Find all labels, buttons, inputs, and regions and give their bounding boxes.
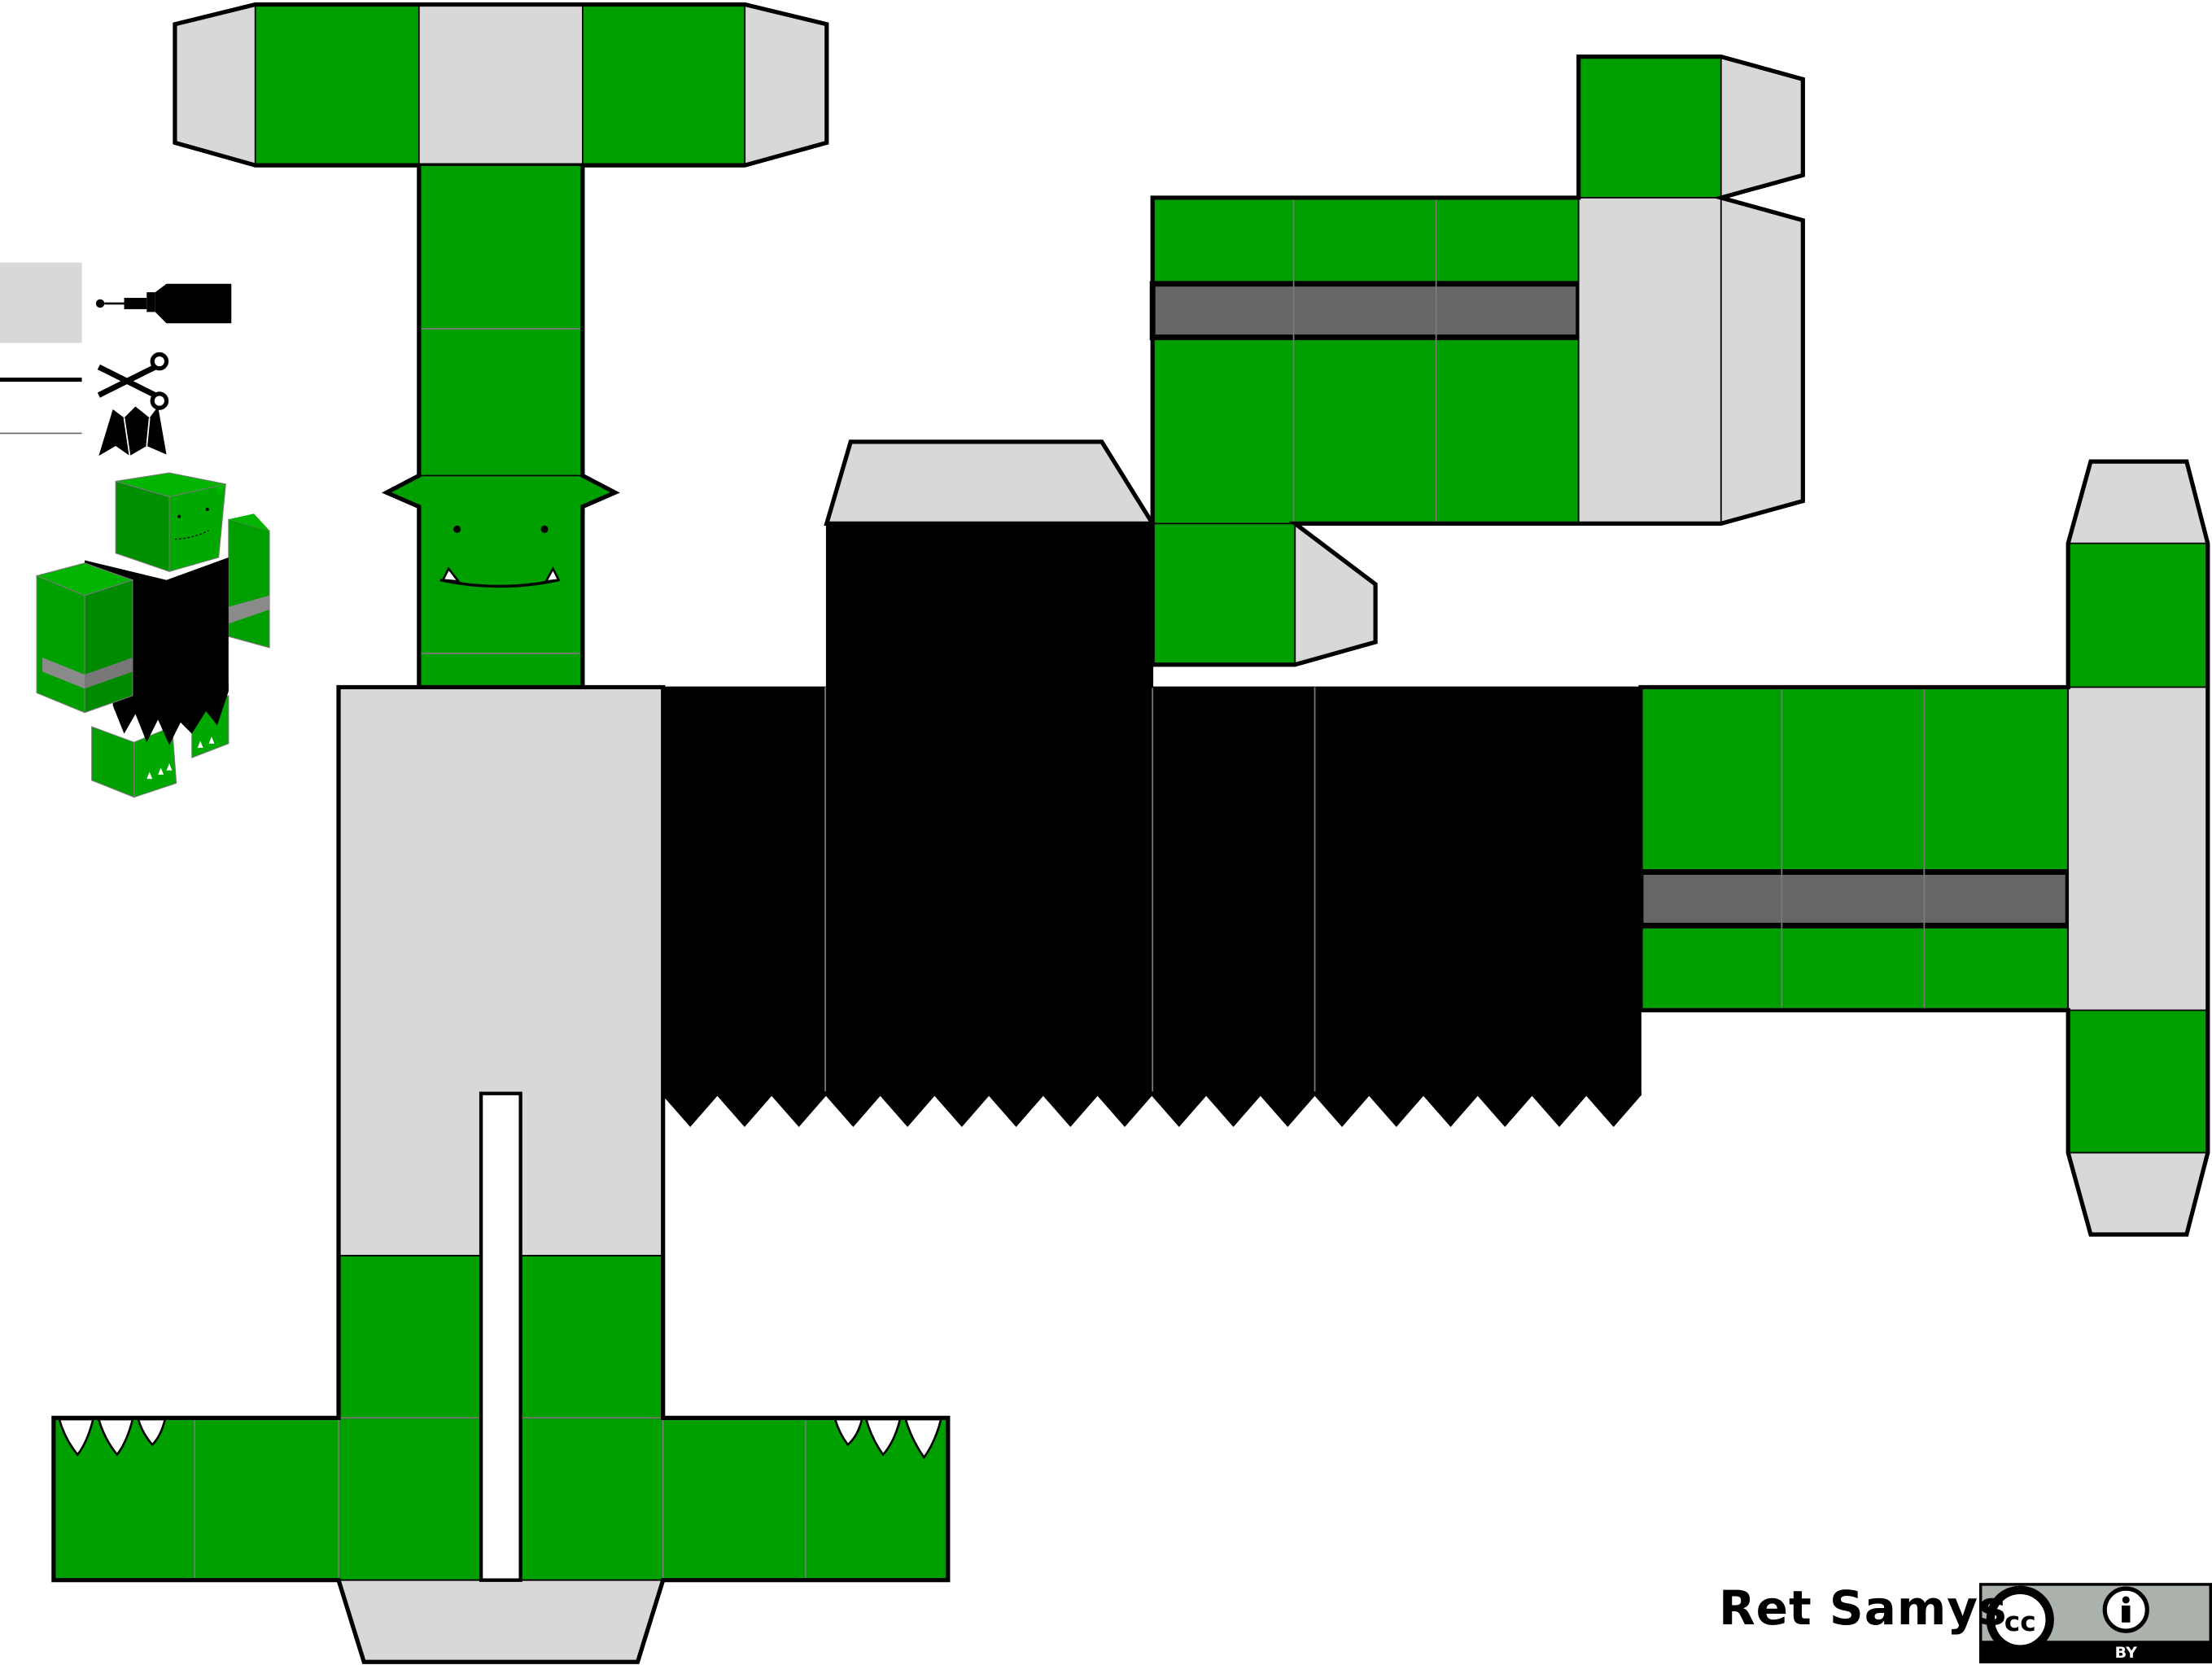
head-net <box>173 2 829 688</box>
jagged-hem <box>662 1091 1642 1127</box>
legs-net <box>51 684 951 1664</box>
claws-right <box>833 1418 942 1460</box>
fold-icon <box>98 406 167 457</box>
glue-swatch <box>0 262 82 343</box>
orc-face <box>439 525 561 588</box>
scissors-icon <box>97 352 169 410</box>
author-name: Ret Samys <box>1719 1580 2008 1636</box>
claws-left <box>58 1418 167 1457</box>
cc-by-license-badge: cc BY <box>1978 1583 2212 1663</box>
arm-net-right <box>1637 459 2210 1237</box>
arm-net-upper <box>1149 55 1805 667</box>
legend <box>0 262 232 457</box>
torso-net <box>338 439 1642 1256</box>
assembled-preview-figure <box>35 472 270 798</box>
by-label: BY <box>2115 1644 2137 1662</box>
glue-icon <box>95 283 232 324</box>
cc-label: cc <box>2004 1606 2036 1637</box>
